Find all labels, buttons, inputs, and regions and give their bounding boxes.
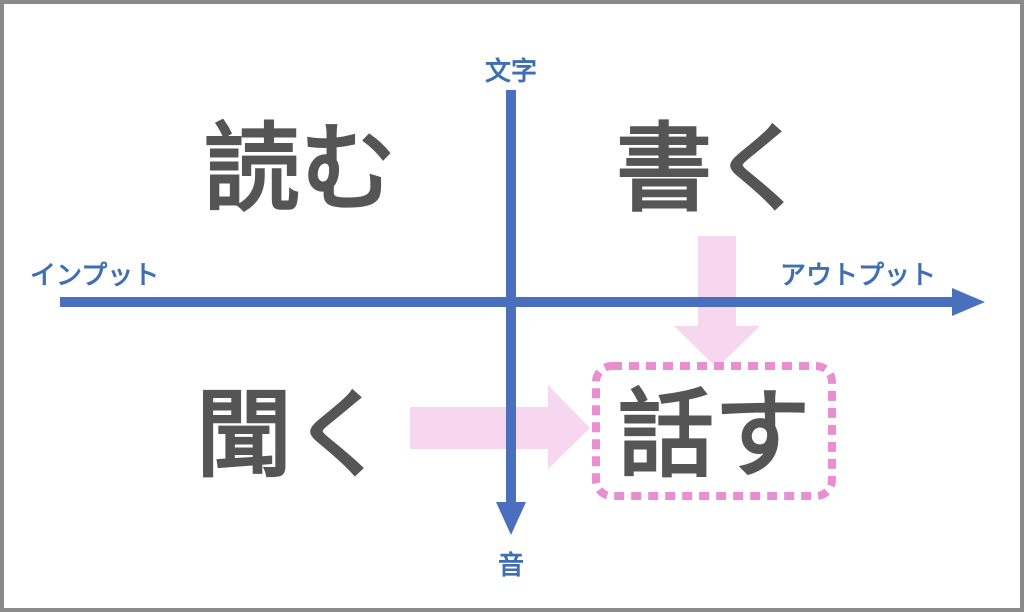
axis-label-input: インプット	[30, 261, 159, 291]
quadrant-speak: 話す	[618, 379, 810, 491]
speak-highlight-box	[592, 362, 836, 500]
quadrant-write: 書く	[616, 113, 808, 225]
quadrant-listen: 聞く	[196, 379, 388, 491]
arrow-listen-to-speak	[410, 385, 590, 469]
axis-label-text: 文字	[485, 56, 537, 87]
vertical-axis-arrowhead	[496, 502, 526, 535]
horizontal-axis-arrowhead	[952, 288, 985, 316]
axis-label-output: アウトプット	[780, 261, 936, 291]
quadrant-read: 読む	[204, 113, 396, 225]
axis-label-sound: 音	[498, 550, 524, 581]
